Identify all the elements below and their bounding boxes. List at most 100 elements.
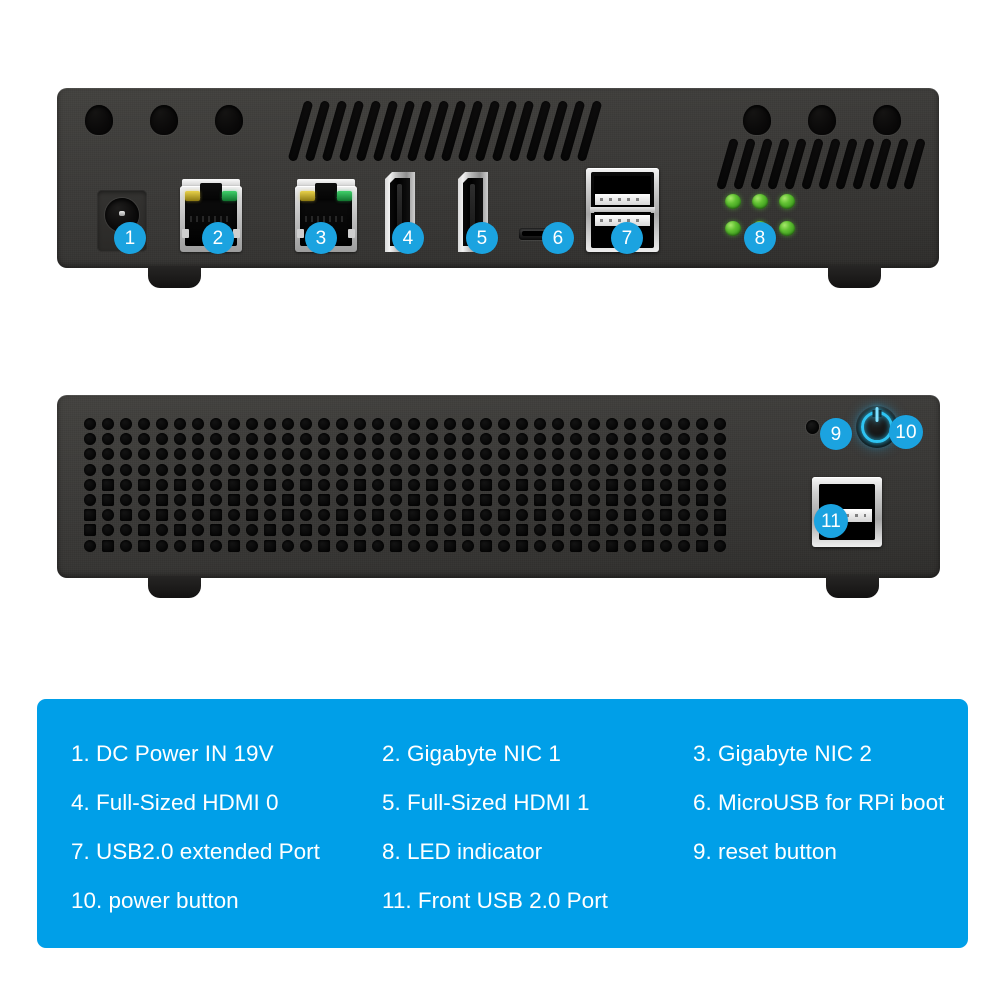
grille-perforation — [282, 494, 294, 506]
grille-perforation — [156, 494, 168, 506]
grille-perforation — [210, 418, 222, 430]
grille-perforation — [588, 524, 600, 537]
grille-perforation — [606, 463, 618, 476]
grille-perforation — [444, 494, 456, 506]
mounting-hole — [873, 105, 901, 135]
grille-perforation — [228, 524, 240, 537]
usb-port-upper[interactable] — [594, 176, 651, 208]
grille-perforation — [588, 494, 600, 506]
grille-perforation — [408, 448, 420, 461]
grille-perforation — [660, 418, 672, 430]
grille-perforation — [246, 463, 258, 476]
grille-perforation — [678, 509, 690, 522]
grille-perforation — [102, 509, 114, 522]
grille-perforation — [714, 478, 726, 491]
grille-perforation — [354, 418, 366, 430]
grille-perforation — [390, 478, 402, 491]
grille-perforation — [624, 418, 636, 430]
grille-perforation — [624, 494, 636, 506]
grille-perforation — [228, 509, 240, 522]
grille-perforation — [570, 448, 582, 461]
callout-badge-8[interactable]: 8 — [744, 222, 776, 254]
callout-badge-3[interactable]: 3 — [305, 222, 337, 254]
grille-perforation — [192, 524, 204, 537]
grille-perforation — [696, 539, 708, 552]
grille-perforation — [228, 539, 240, 552]
callout-badge-11[interactable]: 11 — [814, 504, 848, 538]
grille-perforation — [120, 463, 132, 476]
grille-perforation — [624, 463, 636, 476]
grille-perforation — [588, 418, 600, 430]
grille-perforation — [300, 463, 312, 476]
grille-perforation — [462, 539, 474, 552]
grille-perforation — [264, 448, 276, 461]
grille-perforation — [516, 448, 528, 461]
rear-foot-left — [148, 266, 201, 288]
grille-perforation — [228, 433, 240, 446]
grille-perforation — [516, 539, 528, 552]
grille-perforation — [570, 418, 582, 430]
legend-item-6: 6. MicroUSB for RPi boot — [693, 790, 945, 815]
grille-perforation — [282, 539, 294, 552]
grille-perforation — [84, 524, 96, 537]
grille-perforation — [408, 494, 420, 506]
grille-perforation — [138, 524, 150, 537]
grille-perforation — [426, 463, 438, 476]
grille-perforation — [174, 524, 186, 537]
grille-perforation — [354, 494, 366, 506]
grille-perforation — [282, 448, 294, 461]
grille-perforation — [84, 509, 96, 522]
status-led — [725, 194, 741, 209]
grille-perforation — [498, 433, 510, 446]
legend-item-4: 4. Full-Sized HDMI 0 — [71, 790, 279, 815]
callout-badge-9[interactable]: 9 — [820, 418, 852, 450]
reset-pinhole[interactable] — [806, 420, 819, 434]
grille-perforation — [462, 463, 474, 476]
grille-perforation — [426, 494, 438, 506]
callout-badge-10[interactable]: 10 — [889, 415, 923, 449]
grille-perforation — [642, 524, 654, 537]
dc-power-jack-pin — [119, 211, 125, 216]
grille-perforation — [714, 433, 726, 446]
legend-item-11: 11. Front USB 2.0 Port — [382, 888, 608, 913]
grille-perforation — [282, 418, 294, 430]
grille-perforation — [408, 509, 420, 522]
grille-perforation — [498, 509, 510, 522]
grille-perforation — [192, 463, 204, 476]
grille-perforation — [660, 524, 672, 537]
grille-perforation — [138, 418, 150, 430]
grille-perforation — [642, 418, 654, 430]
callout-badge-5[interactable]: 5 — [466, 222, 498, 254]
grille-perforation — [408, 433, 420, 446]
grille-perforation — [516, 494, 528, 506]
grille-perforation — [336, 509, 348, 522]
grille-perforation — [462, 478, 474, 491]
grille-perforation — [318, 494, 330, 506]
callout-badge-1[interactable]: 1 — [114, 222, 146, 254]
grille-perforation — [372, 418, 384, 430]
grille-perforation — [264, 463, 276, 476]
grille-perforation — [390, 418, 402, 430]
grille-perforation — [408, 524, 420, 537]
grille-perforation — [84, 433, 96, 446]
grille-perforation — [192, 418, 204, 430]
grille-perforation — [300, 509, 312, 522]
grille-perforation — [174, 433, 186, 446]
rj45-activity-led-yellow — [300, 191, 315, 201]
grille-perforation — [462, 433, 474, 446]
grille-perforation — [372, 478, 384, 491]
callout-badge-4[interactable]: 4 — [392, 222, 424, 254]
grille-perforation — [426, 433, 438, 446]
grille-perforation — [444, 463, 456, 476]
grille-perforation — [696, 494, 708, 506]
callout-badge-6[interactable]: 6 — [542, 222, 574, 254]
grille-perforation — [480, 494, 492, 506]
grille-perforation — [264, 509, 276, 522]
grille-perforation — [336, 524, 348, 537]
grille-perforation — [588, 478, 600, 491]
mounting-hole — [743, 105, 771, 135]
callout-badge-7[interactable]: 7 — [611, 222, 643, 254]
callout-badge-2[interactable]: 2 — [202, 222, 234, 254]
grille-perforation — [138, 509, 150, 522]
